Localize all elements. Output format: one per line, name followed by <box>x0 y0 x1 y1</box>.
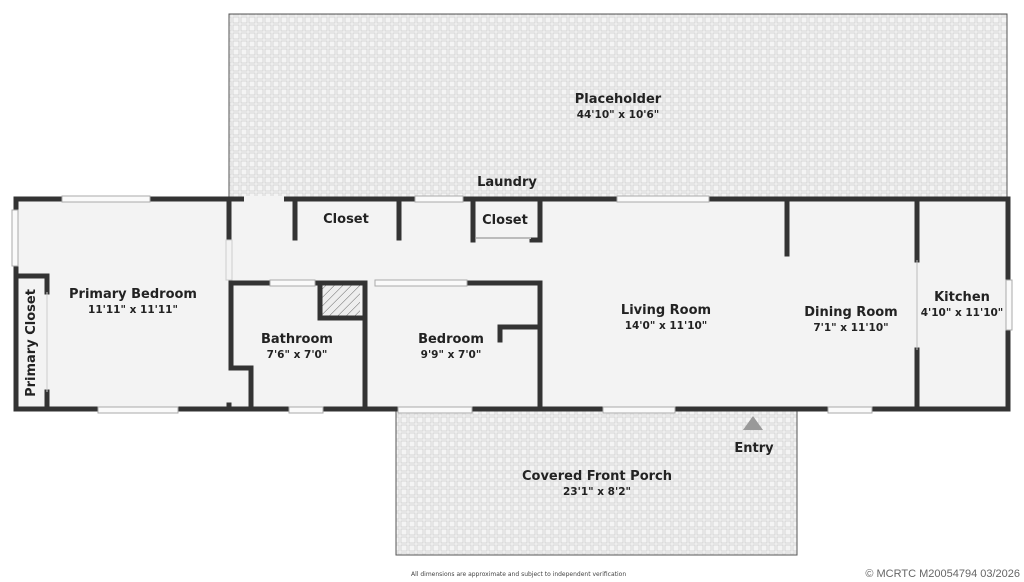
watermark: © MCRTC M20054794 03/2026 <box>865 568 1020 580</box>
living-room-dim: 14'0" x 11'10" <box>625 320 708 332</box>
living-room-label: Living Room <box>621 303 711 318</box>
bathroom-dim: 7'6" x 7'0" <box>267 349 328 361</box>
placeholder-deck <box>228 13 1008 198</box>
covered-porch-deck <box>395 410 798 556</box>
laundry-label: Laundry <box>477 175 537 190</box>
entry-arrow-icon <box>743 416 763 430</box>
closet-label: Closet <box>482 213 528 228</box>
chimney-hatch <box>320 285 360 318</box>
kitchen-label: Kitchen <box>934 290 990 305</box>
primary-closet-label: Primary Closet <box>24 289 39 397</box>
primary-bedroom-label: Primary Bedroom <box>69 287 197 302</box>
dining-room-label: Dining Room <box>804 305 897 320</box>
bathroom-label: Bathroom <box>261 332 333 347</box>
entry-label: Entry <box>734 441 774 456</box>
windows <box>11 195 1013 414</box>
placeholder-label: Placeholder <box>575 92 662 107</box>
porch-dim: 23'1" x 8'2" <box>563 486 631 498</box>
closet-label: Closet <box>323 212 369 227</box>
bedroom-label: Bedroom <box>418 332 484 347</box>
dining-room-dim: 7'1" x 11'10" <box>813 322 888 334</box>
kitchen-dim: 4'10" x 11'10" <box>921 307 1004 319</box>
disclaimer-text: All dimensions are approximate and subje… <box>411 571 627 578</box>
porch-label: Covered Front Porch <box>522 469 672 484</box>
house-floor <box>14 197 1010 411</box>
primary-bedroom-dim: 11'11" x 11'11" <box>88 304 178 316</box>
bedroom-dim: 9'9" x 7'0" <box>421 349 482 361</box>
placeholder-dim: 44'10" x 10'6" <box>577 109 660 121</box>
